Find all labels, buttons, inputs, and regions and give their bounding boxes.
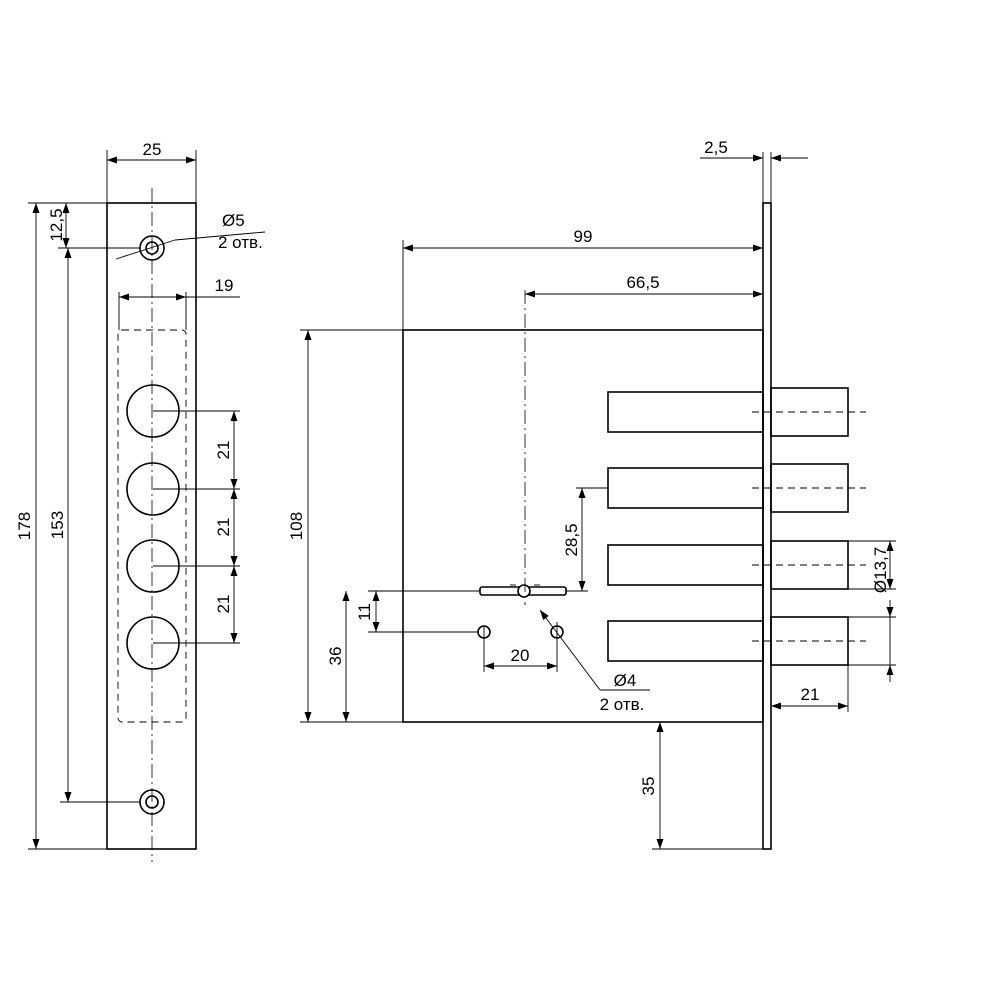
dim-faceplate-width: 25 bbox=[143, 140, 162, 159]
dim-body-depth: 99 bbox=[574, 227, 593, 246]
faceplate-view: 25 12,5 Ø5 2 отв. 19 21 21 21 153 bbox=[15, 140, 266, 862]
bolt-2 bbox=[607, 463, 866, 513]
faceplate-hole-count: 2 отв. bbox=[218, 233, 263, 252]
dim-faceplate-thickness: 2,5 bbox=[704, 138, 728, 157]
dim-bolt-pitch-1: 21 bbox=[214, 441, 233, 460]
bolt-4 bbox=[607, 616, 866, 666]
dim-hole-spacing: 153 bbox=[48, 511, 67, 539]
screw-hole-diameter: Ø4 bbox=[614, 671, 637, 690]
bolt-1 bbox=[607, 387, 866, 437]
dim-bolt-diameter: Ø13,7 bbox=[871, 547, 890, 593]
faceplate-hole-diameter: Ø5 bbox=[222, 211, 245, 230]
dim-bolt-zone-width: 19 bbox=[215, 276, 234, 295]
dim-bolt-pitch-2: 21 bbox=[214, 518, 233, 537]
faceplate-outline bbox=[106, 202, 197, 850]
dim-bottom-offset: 35 bbox=[639, 777, 658, 796]
bolt-3 bbox=[607, 540, 866, 590]
dim-total-height: 178 bbox=[15, 512, 34, 540]
dim-body-height: 108 bbox=[287, 512, 306, 540]
keyhole bbox=[479, 584, 567, 598]
screw-hole-count: 2 отв. bbox=[600, 695, 645, 714]
dim-backset: 66,5 bbox=[626, 273, 659, 292]
dim-key-to-bolt: 28,5 bbox=[562, 523, 581, 556]
dim-top-offset: 12,5 bbox=[47, 208, 66, 241]
lock-body-view: 2,5 99 66,5 108 28,5 Ø13,7 21 bbox=[287, 138, 896, 850]
bolt-zone-outline bbox=[117, 329, 187, 723]
faceplate-side bbox=[762, 202, 772, 850]
dim-screw-hole-spacing: 20 bbox=[511, 646, 530, 665]
dim-bolt-pitch-3: 21 bbox=[214, 595, 233, 614]
lock-case bbox=[402, 329, 764, 723]
dim-key-offset: 11 bbox=[355, 603, 374, 621]
dim-key-height: 36 bbox=[326, 647, 345, 666]
dim-bolt-projection: 21 bbox=[801, 685, 820, 704]
